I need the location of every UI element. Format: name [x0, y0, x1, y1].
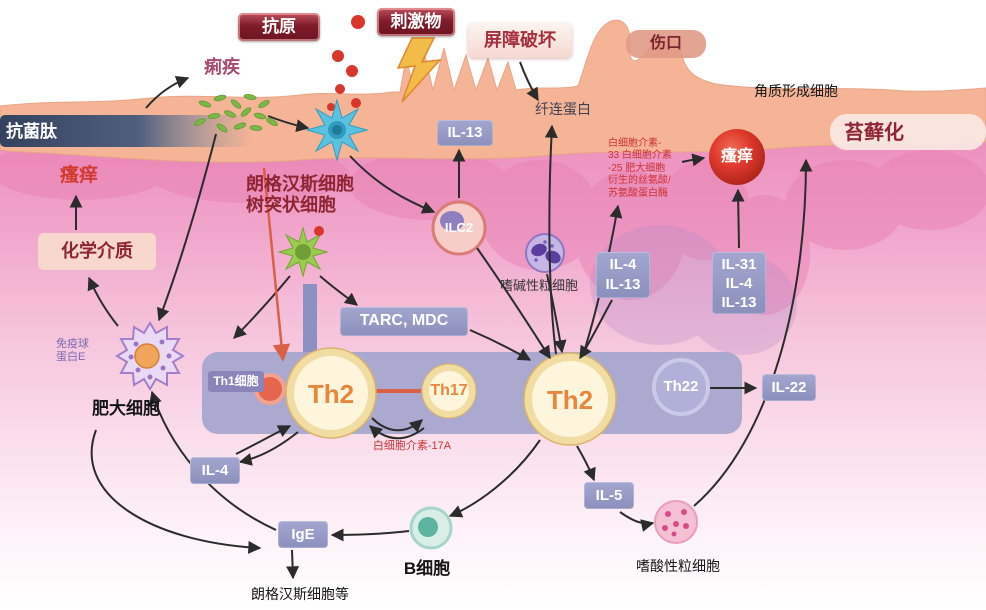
ige-label: IgE — [278, 521, 328, 548]
th17-label: Th17 — [430, 381, 468, 399]
lightning-bolt-icon — [396, 37, 442, 103]
wound-pill — [626, 30, 706, 58]
il5-label: IL-5 — [584, 482, 634, 509]
mast-cell-icon — [115, 321, 185, 391]
th17-cell-icon — [421, 363, 477, 419]
antigen-particles — [327, 15, 365, 111]
th2-cell-left-icon — [285, 347, 377, 439]
basophil-label: 嗜碱性粒细胞 — [499, 278, 578, 294]
th22-label: Th22 — [663, 378, 699, 396]
cytokine-note-label: 白细胞介素- 33 白细胞介素 -25 肥大细胞 衍生的丝氨酸/ 苏氨酸蛋白酶 — [608, 137, 672, 199]
itch-left-label: 瘙痒 — [59, 164, 98, 186]
mast-cell-label: 肥大细胞 — [92, 398, 160, 418]
il17a-label: 白细胞介素-17A — [372, 439, 452, 452]
b-cell-icon — [409, 506, 453, 550]
dysentery-label: 痢疾 — [204, 57, 240, 78]
bacteria-cluster-icon — [194, 94, 278, 133]
b-cell-label: B细胞 — [403, 558, 451, 578]
antimicrobial-peptide-bar — [0, 115, 252, 147]
itch-glow-icon — [709, 129, 765, 185]
dendritic-to-th2-arrow — [262, 167, 291, 362]
antimicrobial-peptide-label: 抗菌肽 — [6, 121, 57, 141]
langerhans-dendritic-label: 朗格汉斯细胞 树突状细胞 — [246, 173, 354, 215]
ilc2-label: ILC2 — [444, 220, 474, 236]
pathway-arrows — [69, 61, 813, 580]
lichenification-label: 苔藓化 — [844, 122, 904, 145]
il13-label: IL-13 — [437, 120, 493, 146]
keratinocytes-label: 角质形成细胞 — [754, 82, 838, 99]
th2-cell-right-icon — [523, 352, 617, 446]
il31-il4-il13-label: IL-31 IL-4 IL-13 — [712, 252, 766, 314]
th1-label: Th1细胞 — [208, 371, 264, 392]
il22-label: IL-22 — [762, 374, 816, 401]
il4-label: IL-4 — [190, 457, 240, 484]
langerhans-cell-green-icon — [277, 226, 329, 278]
eosinophil-label: 嗜酸性粒细胞 — [636, 557, 720, 574]
irritant-label: 刺激物 — [377, 8, 455, 36]
dendritic-cell-blue-icon — [305, 98, 369, 162]
lichenification-bar — [830, 114, 986, 150]
th2-left-label: Th2 — [307, 378, 355, 409]
langerhans-etc-label: 朗格汉斯细胞等 — [251, 585, 349, 602]
tarc-mdc-label: TARC, MDC — [340, 307, 468, 336]
itch-right-label: 瘙痒 — [720, 147, 753, 165]
barrier-damage-label: 屏障破坏 — [468, 23, 572, 58]
il4-il13-label: IL-4 IL-13 — [596, 252, 650, 298]
antigen-label: 抗原 — [238, 13, 320, 41]
ilc2-cell-icon — [431, 200, 487, 256]
immunoglobulin-e-label: 免疫球 蛋白E — [56, 338, 89, 363]
th22-cell-icon — [652, 358, 710, 416]
wound-label: 伤口 — [649, 34, 682, 52]
chemical-mediators-label: 化学介质 — [38, 233, 156, 270]
fibronectin-label: 纤连蛋白 — [535, 100, 591, 117]
eosinophil-cell-icon — [654, 500, 698, 544]
th2-right-label: Th2 — [546, 384, 594, 415]
basophil-cell-icon — [525, 233, 565, 273]
